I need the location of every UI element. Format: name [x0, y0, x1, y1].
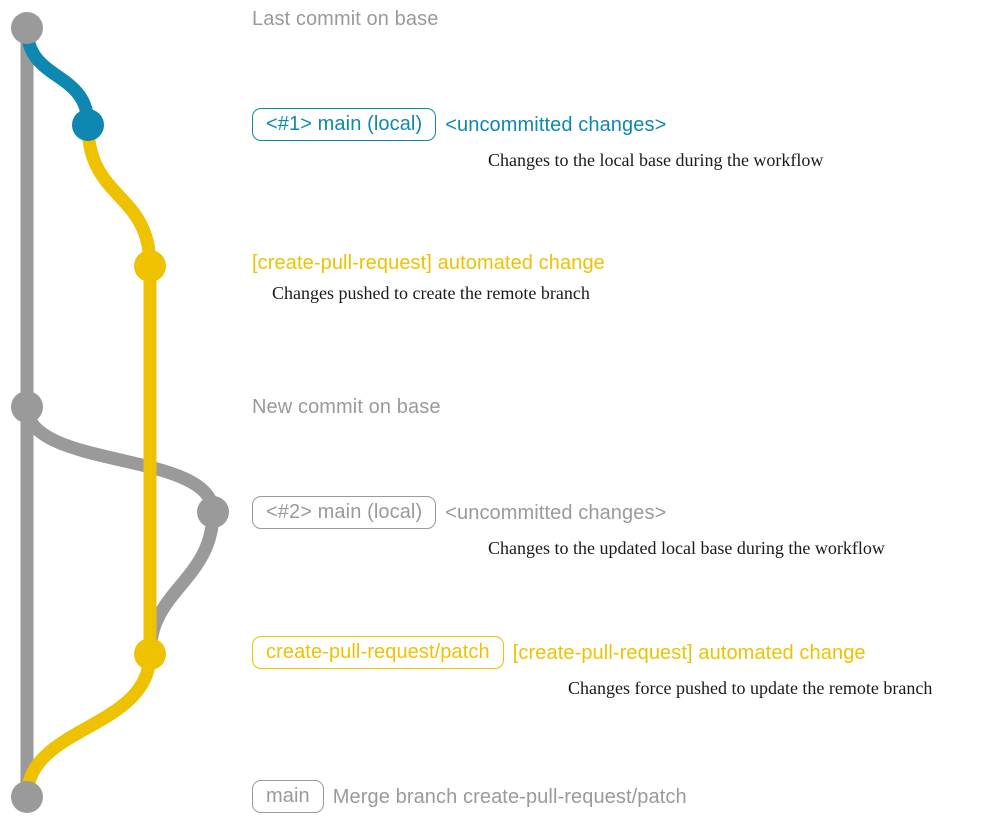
edge-patch2-to-merge: [20, 647, 157, 804]
row-head: New commit on base: [252, 396, 981, 418]
commit-note: Changes pushed to create the remote bran…: [272, 283, 590, 303]
commit-subject: New commit on base: [252, 396, 441, 418]
commit-node-base-new[interactable]: [11, 391, 43, 423]
commit-row-patch-1: [create-pull-request] automated change C…: [252, 252, 981, 303]
commit-subject: Merge branch create-pull-request/patch: [332, 785, 687, 808]
ref-badge-main[interactable]: main: [252, 780, 324, 813]
commit-row-base-head: Last commit on base: [252, 8, 981, 30]
row-head: main Merge branch create-pull-request/pa…: [252, 780, 981, 813]
commit-node-merge[interactable]: [11, 781, 43, 813]
row-head: <#1> main (local) <uncommitted changes>: [252, 108, 981, 141]
commit-subject: <uncommitted changes>: [445, 113, 667, 136]
commit-node-patch-1[interactable]: [134, 250, 166, 282]
commit-node-local-2[interactable]: [197, 496, 229, 528]
commit-subject: [create-pull-request] automated change: [512, 641, 866, 664]
commit-note: Changes force pushed to update the remot…: [568, 678, 933, 698]
edge-base-to-local1: [20, 21, 95, 132]
commit-row-merge: main Merge branch create-pull-request/pa…: [252, 780, 981, 813]
commit-note: Changes to the updated local base during…: [488, 538, 885, 558]
commit-row-patch-2: create-pull-request/patch [create-pull-r…: [252, 636, 981, 698]
commit-subject: <uncommitted changes>: [445, 501, 667, 524]
edge-local1-to-patch1: [81, 118, 157, 273]
commit-subject: [create-pull-request] automated change: [252, 252, 605, 274]
edge-base-to-local2: [20, 400, 220, 519]
ref-badge-main-local-1[interactable]: <#1> main (local): [252, 108, 437, 141]
row-head: <#2> main (local) <uncommitted changes>: [252, 496, 981, 529]
commit-note: Changes to the local base during the wor…: [488, 150, 824, 170]
commit-node-base-head[interactable]: [11, 12, 43, 44]
ref-badge-create-pull-request-patch[interactable]: create-pull-request/patch: [252, 636, 504, 669]
commit-node-local-1[interactable]: [72, 109, 104, 141]
row-head: create-pull-request/patch [create-pull-r…: [252, 636, 981, 669]
commit-row-local-1: <#1> main (local) <uncommitted changes> …: [252, 108, 981, 170]
ref-badge-main-local-2[interactable]: <#2> main (local): [252, 496, 437, 529]
commit-row-base-new: New commit on base: [252, 396, 981, 418]
row-head: [create-pull-request] automated change: [252, 252, 981, 274]
commit-node-patch-2[interactable]: [134, 638, 166, 670]
commit-subject: Last commit on base: [252, 8, 439, 30]
commit-row-local-2: <#2> main (local) <uncommitted changes> …: [252, 496, 981, 558]
row-head: Last commit on base: [252, 8, 981, 30]
